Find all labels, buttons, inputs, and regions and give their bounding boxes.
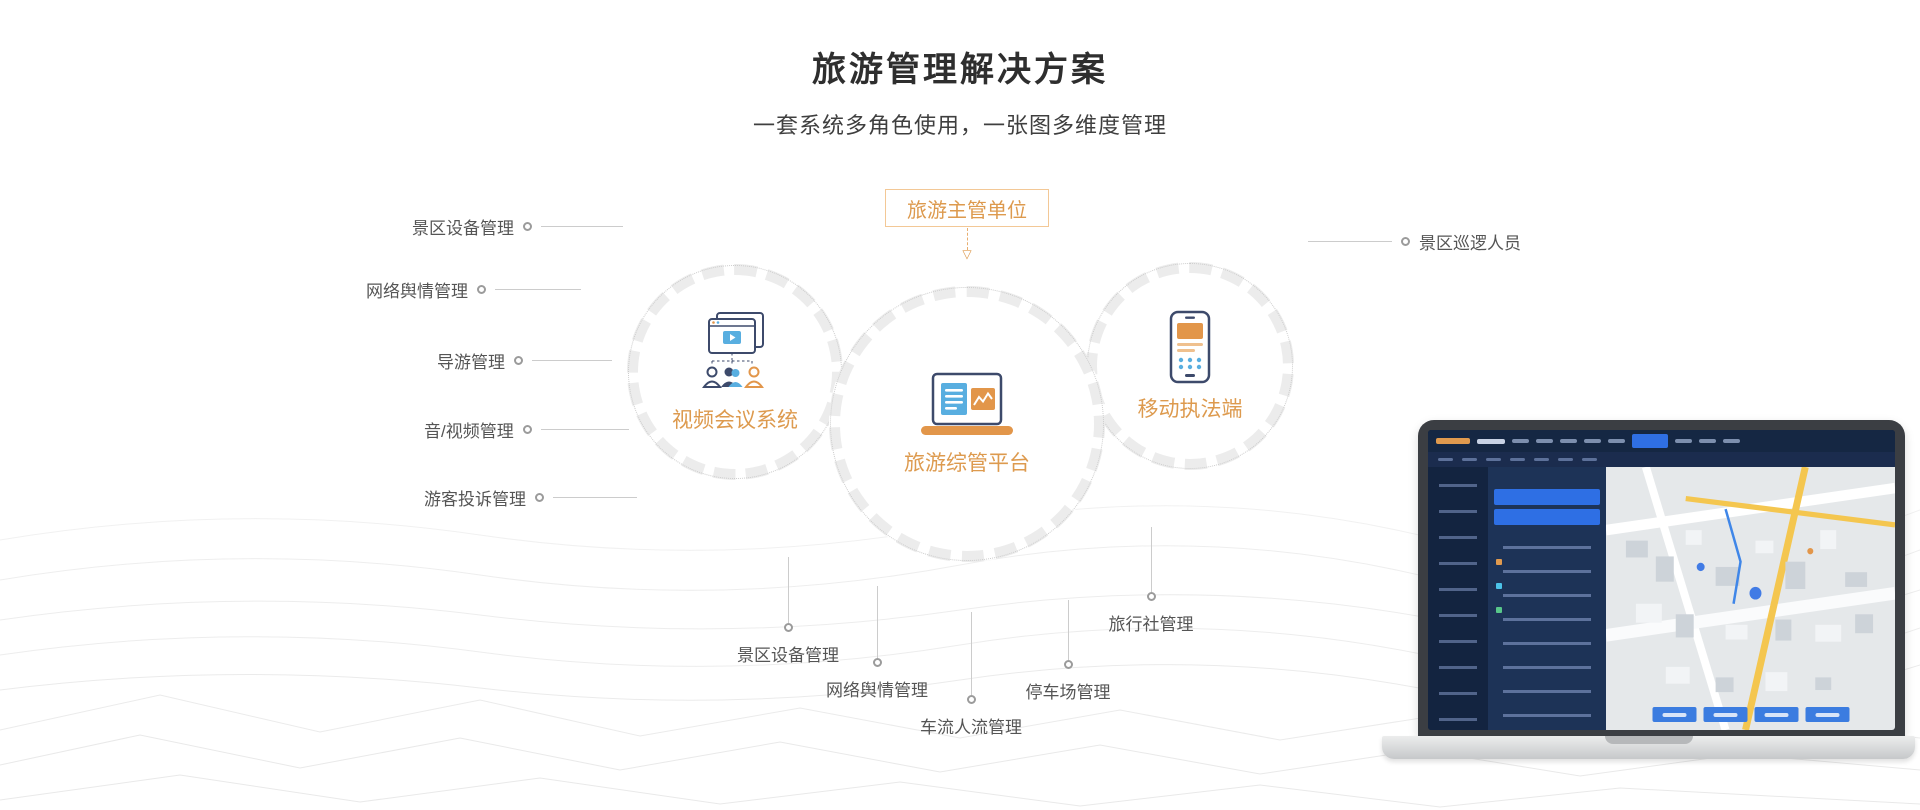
callout-label: 景区设备管理 bbox=[737, 646, 839, 665]
mobile-enforcement-label: 移动执法端 bbox=[1137, 397, 1243, 421]
callout-label: 网络舆情管理 bbox=[826, 681, 928, 700]
subnav-item bbox=[1462, 458, 1477, 461]
callout-parking-management: 停车场管理 bbox=[998, 600, 1138, 703]
page-title: 旅游管理解决方案 bbox=[812, 51, 1108, 89]
laptop-platform-icon bbox=[921, 372, 1013, 435]
page-subtitle: 一套系统多角色使用，一张图多维度管理 bbox=[752, 113, 1167, 138]
video-conference-icon bbox=[702, 311, 764, 388]
connector-dot bbox=[1146, 592, 1156, 601]
dashboard-subnav bbox=[1428, 452, 1895, 467]
subnav-item bbox=[1582, 458, 1597, 461]
callout-patrol-staff: 景区巡逻人员 bbox=[1308, 231, 1521, 253]
connector-line bbox=[553, 496, 637, 498]
callout-label: 车流人流管理 bbox=[920, 718, 1022, 737]
panel-tag-orange bbox=[1496, 559, 1502, 565]
callout-bottom-scenic-device-management: 景区设备管理 bbox=[718, 557, 858, 666]
dashboard-body bbox=[1428, 467, 1895, 730]
dashboard-list-panel bbox=[1488, 467, 1606, 730]
connector-dot bbox=[522, 424, 532, 434]
callout-label: 音/视频管理 bbox=[424, 421, 514, 441]
laptop-screen-dashboard bbox=[1428, 430, 1895, 730]
panel-selected-row bbox=[1494, 489, 1600, 505]
panel-selected-row bbox=[1494, 509, 1600, 525]
callout-label: 旅行社管理 bbox=[1108, 615, 1194, 634]
mobile-enforcement-node: 移动执法端 bbox=[1086, 262, 1294, 470]
callout-label: 景区巡逻人员 bbox=[1419, 233, 1521, 253]
callout-scenic-device-management: 景区设备管理 bbox=[412, 216, 623, 238]
authority-connector-line bbox=[967, 228, 968, 250]
dashboard-map bbox=[1606, 467, 1895, 730]
map-button bbox=[1652, 707, 1696, 722]
map-button bbox=[1805, 707, 1849, 722]
nav-item bbox=[1560, 439, 1577, 443]
callout-bottom-network-opinion-management: 网络舆情管理 bbox=[807, 586, 947, 701]
dashboard-logo bbox=[1436, 438, 1470, 444]
connector-line bbox=[1150, 527, 1152, 592]
callout-network-opinion-management: 网络舆情管理 bbox=[366, 279, 581, 301]
subnav-item bbox=[1438, 458, 1453, 461]
nav-item bbox=[1584, 439, 1601, 443]
callout-label: 导游管理 bbox=[437, 352, 505, 372]
panel-tag-green bbox=[1496, 607, 1502, 613]
connector-dot bbox=[1063, 660, 1073, 669]
connector-dot bbox=[514, 355, 523, 365]
map-buildings-graphic bbox=[1606, 467, 1895, 730]
arrow-down-icon: ▽ bbox=[962, 247, 972, 261]
subnav-item bbox=[1486, 458, 1501, 461]
laptop-mockup bbox=[1382, 420, 1915, 759]
callout-traffic-flow-management: 车流人流管理 bbox=[901, 612, 1041, 738]
connector-dot bbox=[783, 623, 793, 632]
subnav-item bbox=[1558, 458, 1573, 461]
nav-item bbox=[1536, 439, 1553, 443]
callout-label: 网络舆情管理 bbox=[366, 281, 468, 301]
connector-dot bbox=[477, 284, 486, 294]
authority-node: 旅游主管单位 bbox=[885, 189, 1049, 227]
callout-label: 停车场管理 bbox=[1025, 683, 1111, 702]
nav-item bbox=[1675, 439, 1692, 443]
callout-travel-agency-management: 旅行社管理 bbox=[1081, 527, 1221, 635]
laptop-bezel bbox=[1418, 420, 1905, 736]
background-contour-waves bbox=[0, 505, 1920, 808]
map-button bbox=[1703, 707, 1747, 722]
connector-line bbox=[540, 428, 629, 430]
connector-line bbox=[532, 359, 612, 361]
nav-item bbox=[1699, 439, 1716, 443]
connector-dot bbox=[966, 695, 976, 704]
nav-item bbox=[1512, 439, 1529, 443]
authority-label: 旅游主管单位 bbox=[907, 199, 1027, 222]
callout-complaint-management: 游客投诉管理 bbox=[424, 487, 637, 509]
connector-dot bbox=[872, 658, 882, 667]
dashboard-topnav bbox=[1428, 430, 1895, 452]
video-conference-node: 视频会议系统 bbox=[627, 264, 843, 480]
connector-line bbox=[876, 586, 878, 658]
platform-label: 旅游综管平台 bbox=[904, 451, 1030, 475]
dashboard-sidebar bbox=[1428, 467, 1488, 730]
map-action-buttons bbox=[1652, 707, 1849, 722]
nav-item bbox=[1608, 439, 1625, 443]
connector-line bbox=[787, 557, 789, 623]
connector-line bbox=[495, 288, 581, 290]
connector-line bbox=[1308, 240, 1392, 242]
video-conference-label: 视频会议系统 bbox=[672, 408, 798, 432]
subnav-item bbox=[1534, 458, 1549, 461]
connector-line bbox=[541, 225, 623, 227]
connector-dot bbox=[523, 221, 532, 231]
callout-label: 游客投诉管理 bbox=[424, 489, 526, 509]
callout-label: 景区设备管理 bbox=[412, 218, 514, 238]
connector-line bbox=[970, 612, 972, 695]
connector-dot bbox=[535, 492, 544, 502]
subnav-item bbox=[1510, 458, 1525, 461]
callout-guide-management: 导游管理 bbox=[437, 350, 612, 372]
callout-av-management: 音/视频管理 bbox=[424, 419, 629, 441]
platform-node: 旅游综管平台 bbox=[829, 286, 1105, 562]
map-button bbox=[1754, 707, 1798, 722]
dashboard-logo-text bbox=[1477, 438, 1505, 444]
connector-dot bbox=[1401, 236, 1410, 246]
nav-item-active bbox=[1632, 434, 1668, 448]
laptop-base bbox=[1382, 736, 1915, 759]
nav-item bbox=[1723, 439, 1740, 443]
smartphone-icon bbox=[1169, 310, 1211, 383]
connector-line bbox=[1067, 600, 1069, 660]
panel-tag-cyan bbox=[1496, 583, 1502, 589]
